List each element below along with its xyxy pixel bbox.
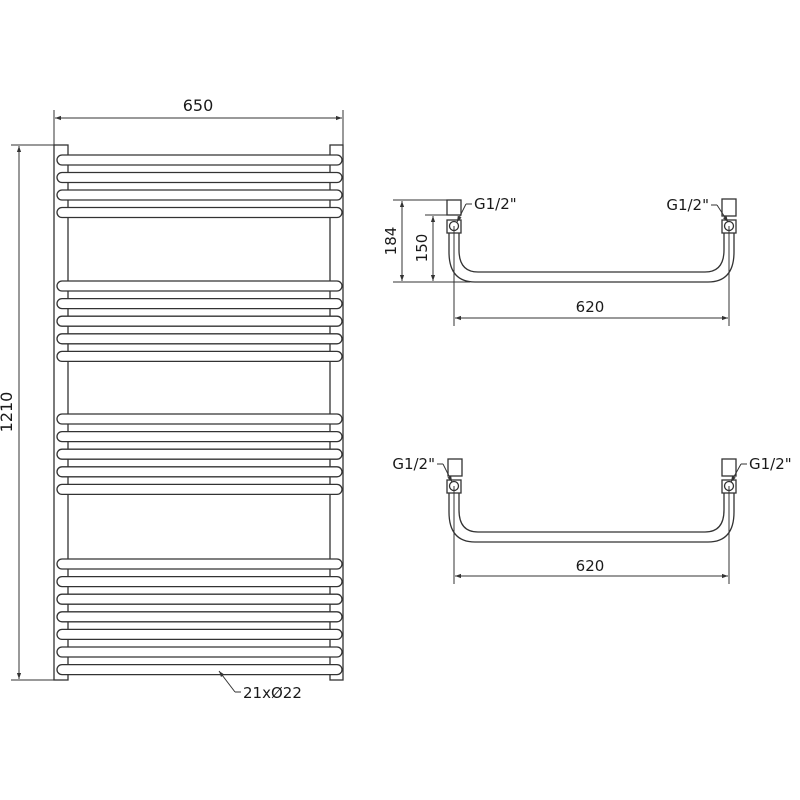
connection-label-bottom-right: G1/2" (749, 455, 792, 473)
dimension-label-1210: 1210 (0, 392, 16, 433)
dimension-width-620-bottom: 620 (453, 486, 730, 584)
connection-callout-top-left: G1/2" (456, 195, 517, 223)
dimension-width-620-top: 620 (453, 226, 730, 326)
side-view-top: 184 150 G1/2" (382, 195, 737, 326)
dimension-height-184: 184 (382, 199, 470, 283)
towel-bar (56, 206, 343, 219)
connection-label-top-right: G1/2" (666, 196, 709, 214)
connection-label-top-left: G1/2" (474, 195, 517, 213)
towel-bar (56, 171, 343, 184)
towel-bar (56, 154, 343, 166)
dimension-label-620-bottom: 620 (576, 557, 605, 575)
towel-bar (56, 333, 343, 345)
towel-bars (56, 154, 343, 676)
towel-bar (56, 189, 343, 201)
bar-callout: 21xØ22 (218, 670, 302, 702)
towel-bar (56, 628, 343, 641)
towel-bar (56, 558, 343, 570)
towel-bar (56, 297, 343, 310)
towel-bar (56, 575, 343, 588)
towel-bar (56, 280, 343, 292)
front-view: 650 1210 21xØ22 (0, 96, 344, 702)
towel-bar (56, 663, 343, 676)
bar-callout-label: 21xØ22 (243, 684, 302, 702)
u-pipe-bottom (448, 493, 735, 543)
connection-callout-bottom-right: G1/2" (730, 455, 792, 483)
left-rail (53, 144, 69, 681)
dimension-label-620-top: 620 (576, 298, 605, 316)
dimension-label-184: 184 (382, 227, 400, 256)
towel-bar (56, 646, 343, 658)
dimension-label-650: 650 (183, 96, 214, 115)
dimension-width-650: 650 (53, 96, 344, 146)
connection-callout-top-right: G1/2" (666, 196, 729, 223)
dimension-label-150: 150 (413, 234, 431, 263)
u-pipe-top (448, 233, 735, 283)
towel-bar (56, 593, 343, 605)
towel-bar (56, 448, 343, 460)
dimension-height-150: 150 (413, 214, 447, 281)
towel-bar (56, 611, 343, 623)
towel-bar (56, 466, 343, 478)
connection-label-bottom-left: G1/2" (392, 455, 435, 473)
towel-bar (56, 483, 343, 496)
side-view-bottom: G1/2" G1/2" 620 (392, 455, 792, 584)
towel-bar (56, 430, 343, 443)
connection-callout-bottom-left: G1/2" (392, 455, 453, 483)
dimension-height-1210: 1210 (0, 144, 54, 681)
towel-bar (56, 413, 343, 425)
towel-bar (56, 315, 343, 327)
towel-bar (56, 350, 343, 363)
right-rail (329, 144, 344, 681)
